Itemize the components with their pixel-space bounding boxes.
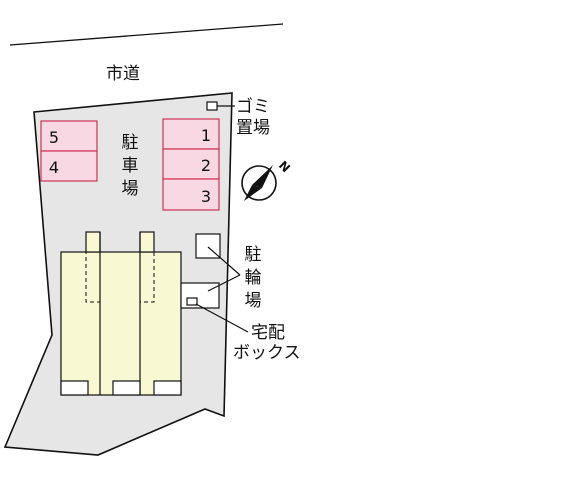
compass-north-label: N [276,158,293,175]
garbage-label-line-1: ゴミ [236,96,270,117]
building-entrance-1 [60,380,89,396]
parking-space-4 [40,150,98,182]
delivery-box-marker [186,297,198,306]
building [60,231,182,396]
building-entrance-2 [112,380,141,396]
building-balcony-2 [139,231,155,253]
parking-space-2-number: 2 [201,156,211,175]
parking-space-4-number: 4 [49,158,59,177]
building-stair-right [139,251,155,303]
parking-space-3-number: 3 [201,187,211,206]
parking-space-3 [162,178,220,211]
north-arrow-icon: N [241,158,293,201]
delivery-label-line-2: ボックス [233,343,301,363]
parking-block-right: 1 2 3 [162,118,220,211]
parking-block-left: 5 4 [40,120,98,182]
road-edge-line [9,23,284,46]
bicycle-label-char-2: 輪 [245,268,262,288]
parking-space-1-number: 1 [201,126,211,145]
garbage-area-marker [206,101,218,111]
garbage-label-line-2: 置場 [236,118,270,138]
bicycle-leader-line-1 [207,246,241,276]
building-entrance-3 [153,380,182,396]
parking-space-5 [40,120,98,152]
parking-space-1 [162,118,220,150]
delivery-leader-line [195,303,249,333]
parking-label-char-3: 場 [122,179,139,199]
parking-label-char-2: 車 [122,156,139,176]
building-balcony-1 [85,231,101,253]
parking-label-char-1: 駐 [122,133,139,153]
bicycle-label-char-3: 場 [245,291,262,311]
bicycle-leader-line-2 [207,274,241,292]
parking-space-2 [162,148,220,180]
building-body [60,251,182,396]
road-label: 市道 [106,64,140,84]
delivery-label-line-1: 宅配 [251,323,285,343]
bicycle-label-char-1: 駐 [245,245,262,265]
parking-space-5-number: 5 [49,128,59,147]
